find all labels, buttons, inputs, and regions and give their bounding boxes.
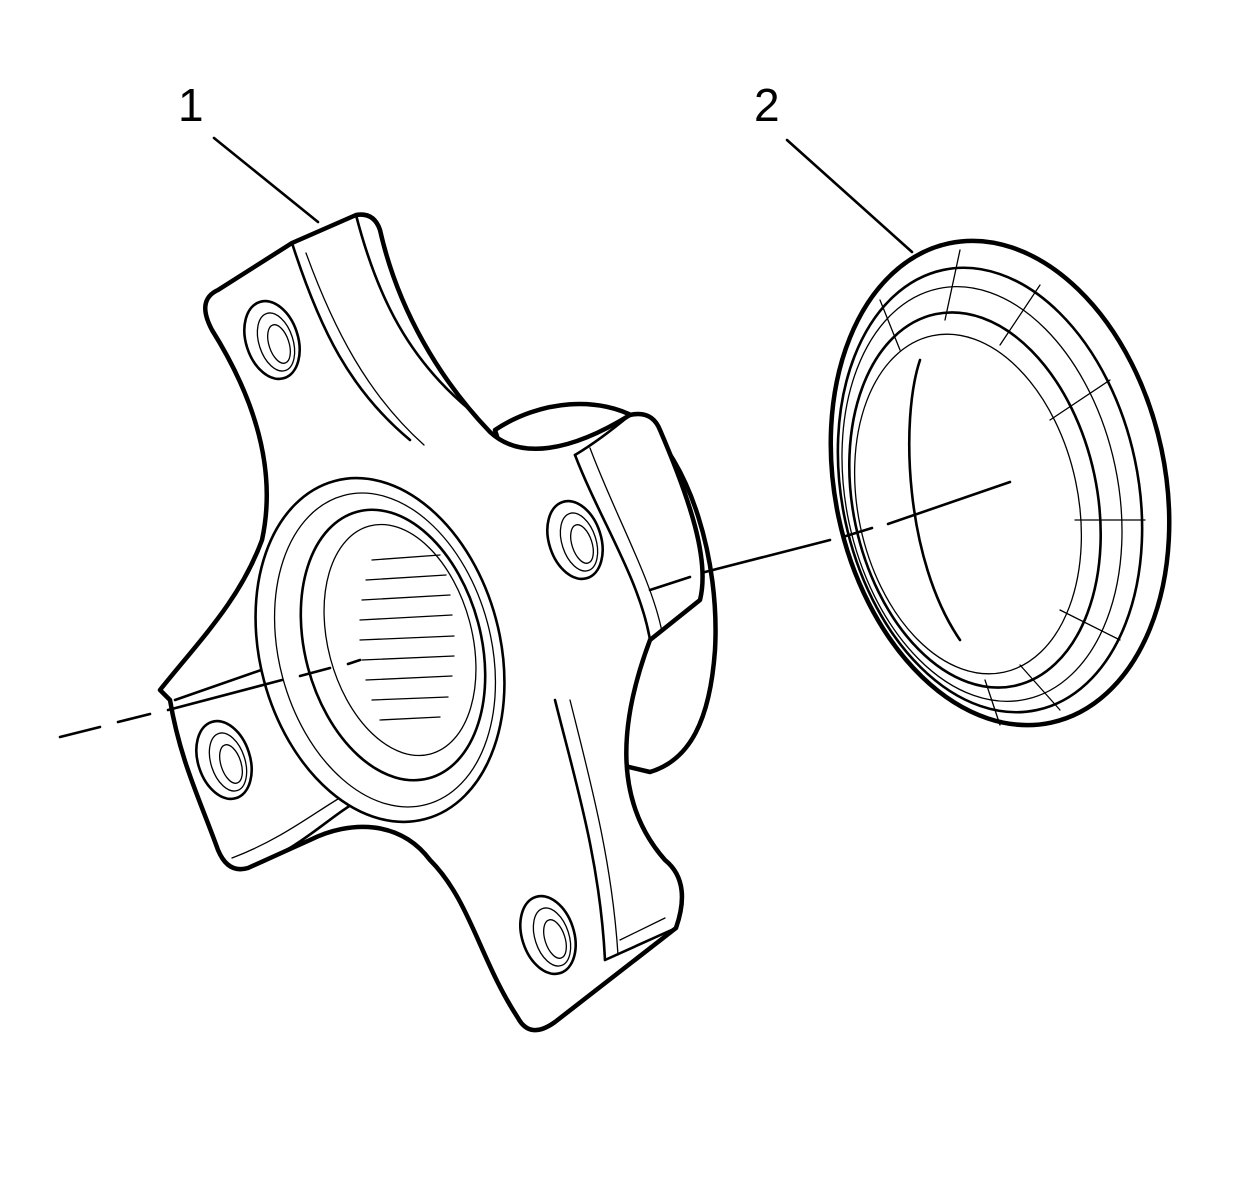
leader-line-2 [785,138,914,254]
seal-ribs [879,249,1146,726]
center-axis-line [58,480,1012,739]
bolt-hole-bottom [519,894,577,976]
bolt-hole-right [546,499,604,581]
bolt-hole-left [195,719,253,801]
callout-1: 1 [178,79,204,131]
seal-ring-part [828,238,1172,728]
callout-2: 2 [754,79,780,131]
leader-line-1 [212,136,320,224]
flange-part [157,212,718,1033]
bolt-hole-top [243,299,301,381]
spline-teeth [359,554,455,721]
